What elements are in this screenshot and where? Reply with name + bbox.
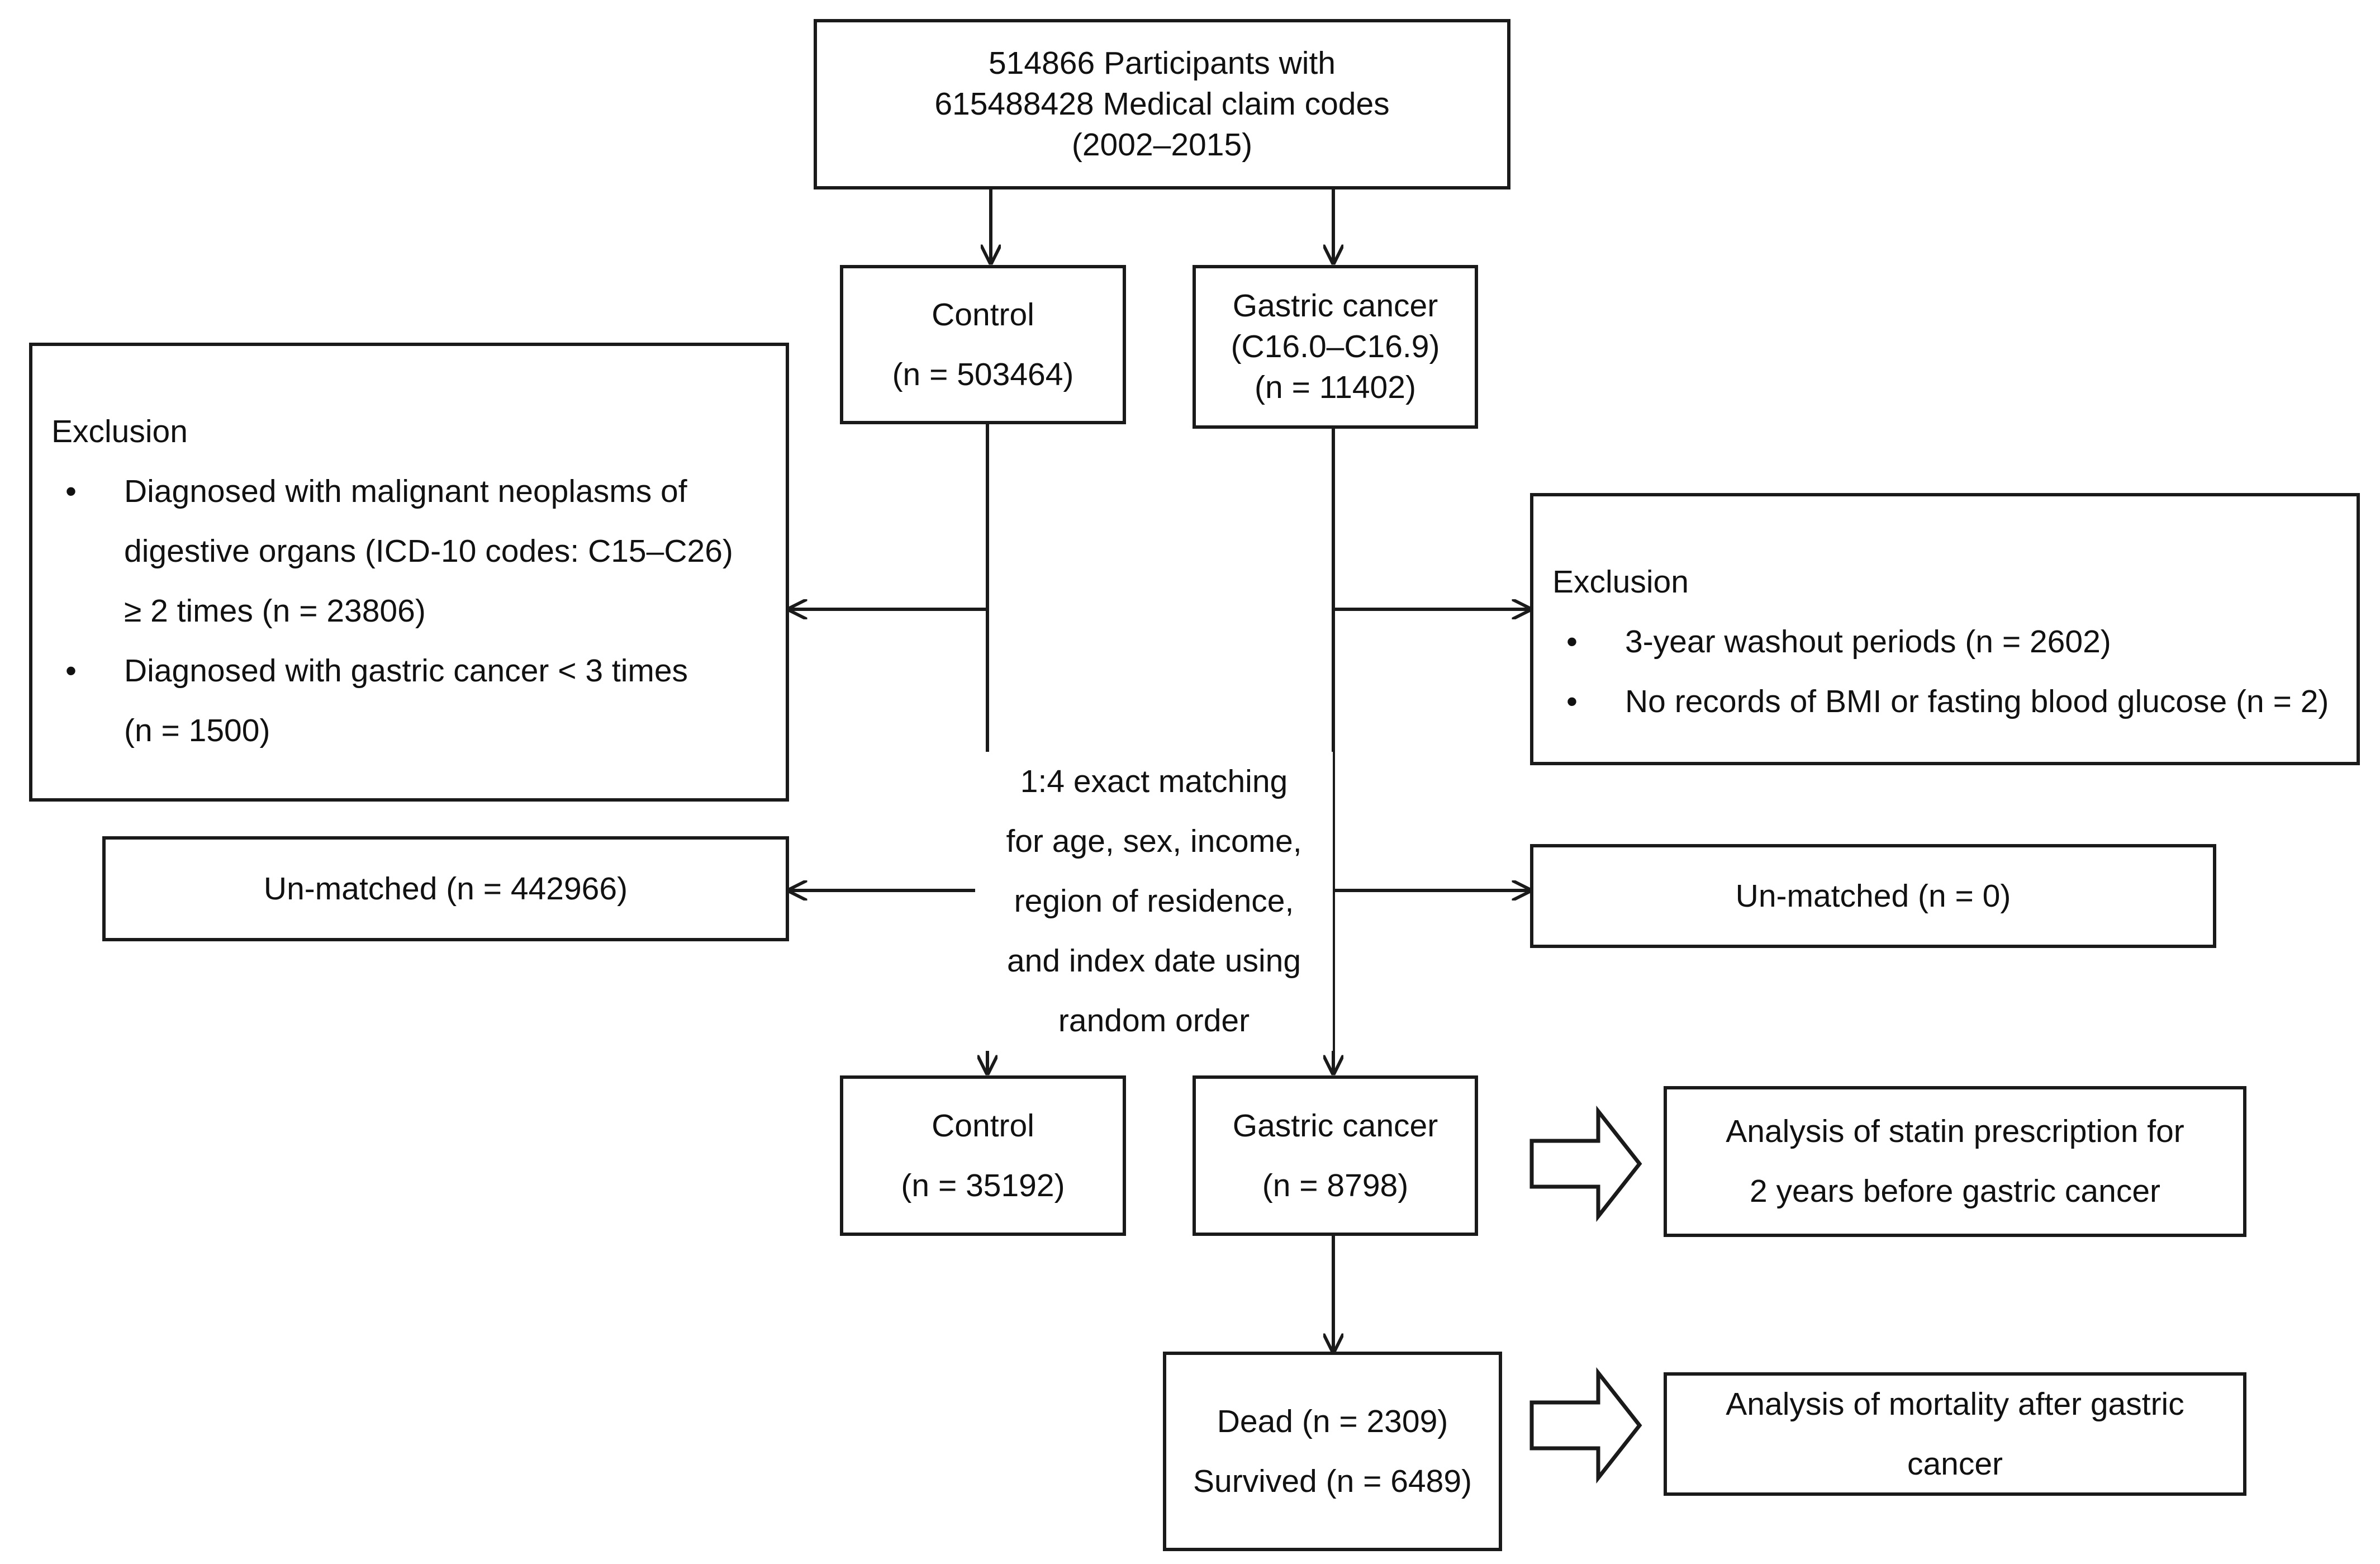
matching-line: region of residence, xyxy=(1014,883,1294,919)
left-exclusion-title: Exclusion xyxy=(51,414,188,449)
right-exclusion-item-line: 3-year washout periods (n = 2602) xyxy=(1625,624,2111,660)
bullet-dot: • xyxy=(1566,624,1578,660)
unmatched-right-label: Un-matched (n = 0) xyxy=(1735,878,2011,914)
left-exclusion-item-line: Diagnosed with gastric cancer < 3 times xyxy=(124,653,688,689)
claim-codes-line: 615488428 Medical claim codes xyxy=(934,86,1390,122)
bullet-dot: • xyxy=(65,653,77,689)
control-matched-label: Control xyxy=(932,1107,1034,1144)
matching-line: random order xyxy=(1058,1003,1250,1039)
unmatched-left-box: Un-matched (n = 442966) xyxy=(102,836,789,941)
left-exclusion-box: Exclusion • Diagnosed with malignant neo… xyxy=(29,343,789,802)
total-participants-box: 514866 Participants with 615488428 Medic… xyxy=(814,19,1510,189)
control-count: (n = 503464) xyxy=(892,356,1074,392)
gastric-cancer-label: Gastric cancer xyxy=(1232,288,1438,324)
gastric-matched-box: Gastric cancer (n = 8798) xyxy=(1193,1075,1478,1236)
control-label: Control xyxy=(932,296,1034,333)
gastric-cancer-count: (n = 11402) xyxy=(1255,369,1416,405)
control-box: Control (n = 503464) xyxy=(840,265,1126,424)
right-exclusion-box: Exclusion • 3-year washout periods (n = … xyxy=(1530,493,2360,765)
left-exclusion-item-line: Diagnosed with malignant neoplasms of xyxy=(124,473,687,509)
left-exclusion-item-line: ≥ 2 times (n = 23806) xyxy=(124,593,426,629)
bullet-dot: • xyxy=(1566,684,1578,719)
gastric-matched-count: (n = 8798) xyxy=(1262,1167,1409,1203)
left-exclusion-list: • Diagnosed with malignant neoplasms of … xyxy=(51,462,786,761)
control-matched-box: Control (n = 35192) xyxy=(840,1075,1126,1236)
block-arrow-mortality xyxy=(1529,1367,1642,1484)
matching-line: and index date using xyxy=(1006,943,1301,979)
gastric-matched-label: Gastric cancer xyxy=(1232,1107,1438,1144)
matching-line: for age, sex, income, xyxy=(1006,823,1302,859)
statin-analysis-box: Analysis of statin prescription for 2 ye… xyxy=(1664,1086,2246,1237)
left-exclusion-item-line: digestive organs (ICD-10 codes: C15–C26) xyxy=(124,533,733,569)
unmatched-right-box: Un-matched (n = 0) xyxy=(1530,844,2216,948)
unmatched-left-label: Un-matched (n = 442966) xyxy=(263,870,628,907)
gastric-cancer-box: Gastric cancer (C16.0–C16.9) (n = 11402) xyxy=(1193,265,1478,429)
matching-line: 1:4 exact matching xyxy=(1020,764,1288,799)
block-arrow-statin xyxy=(1529,1105,1642,1222)
study-period-line: (2002–2015) xyxy=(1071,126,1253,163)
bullet-dot: • xyxy=(65,473,77,509)
matching-description: 1:4 exact matching for age, sex, income,… xyxy=(975,752,1333,1051)
statin-analysis-line: 2 years before gastric cancer xyxy=(1749,1173,2161,1209)
control-matched-count: (n = 35192) xyxy=(901,1167,1065,1203)
right-exclusion-item-line: No records of BMI or fasting blood gluco… xyxy=(1625,684,2329,719)
gastric-cancer-codes: (C16.0–C16.9) xyxy=(1231,329,1440,365)
right-exclusion-item: • 3-year washout periods (n = 2602) xyxy=(1552,612,2357,672)
mortality-analysis-line: Analysis of mortality after gastric xyxy=(1726,1386,2184,1422)
outcome-box: Dead (n = 2309) Survived (n = 6489) xyxy=(1163,1352,1502,1551)
mortality-analysis-line: cancer xyxy=(1907,1445,2003,1482)
left-exclusion-item: • Diagnosed with gastric cancer < 3 time… xyxy=(51,641,786,761)
mortality-analysis-box: Analysis of mortality after gastric canc… xyxy=(1664,1372,2246,1496)
right-exclusion-item: • No records of BMI or fasting blood glu… xyxy=(1552,672,2357,732)
dead-count: Dead (n = 2309) xyxy=(1217,1403,1448,1439)
right-exclusion-list: • 3-year washout periods (n = 2602) • No… xyxy=(1552,612,2357,732)
survived-count: Survived (n = 6489) xyxy=(1193,1463,1472,1499)
statin-analysis-line: Analysis of statin prescription for xyxy=(1726,1113,2184,1149)
left-exclusion-item: • Diagnosed with malignant neoplasms of … xyxy=(51,462,786,641)
total-participants-line: 514866 Participants with xyxy=(988,45,1336,82)
left-exclusion-item-line: (n = 1500) xyxy=(124,713,270,748)
right-exclusion-title: Exclusion xyxy=(1552,564,1689,600)
